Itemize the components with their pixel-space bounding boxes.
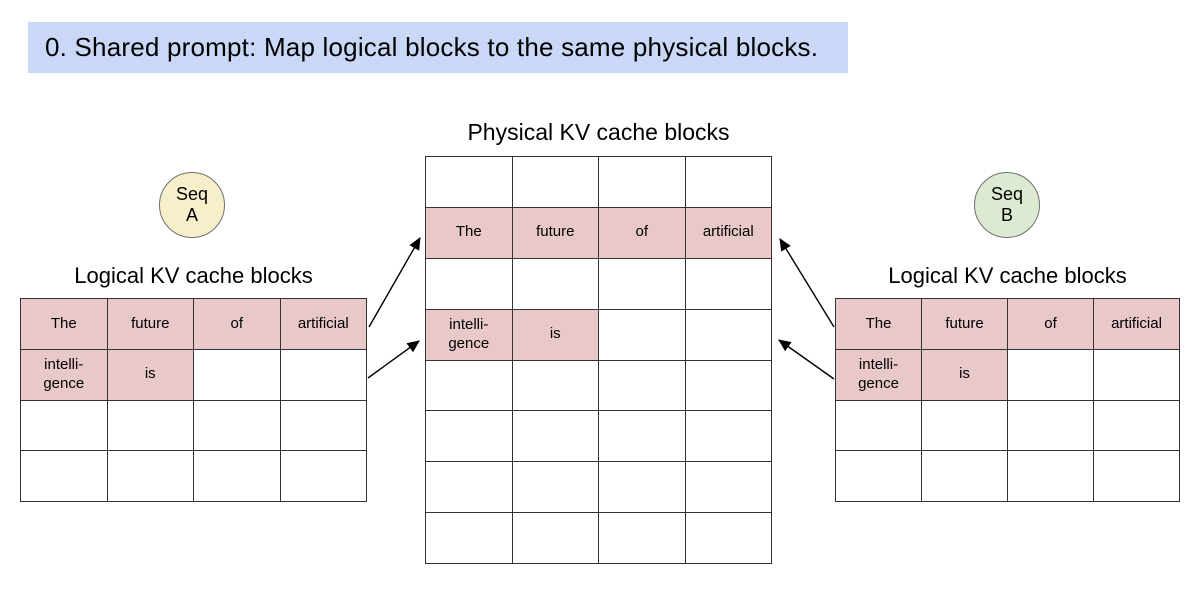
kv-block-cell [426, 259, 512, 309]
table-row [426, 512, 771, 563]
kv-block-cell [921, 451, 1007, 501]
kv-block-cell [106, 400, 194, 451]
title-banner: 0. Shared prompt: Map logical blocks to … [28, 22, 848, 73]
table-row [836, 399, 1179, 451]
table-row [426, 257, 772, 309]
seq-b-logical-blocks-title: Logical KV cache blocks [888, 263, 1127, 288]
seq-b-badge: Seq B [974, 172, 1040, 238]
kv-block-cell: The [426, 207, 512, 258]
seq-a-badge: Seq A [159, 172, 225, 238]
kv-block-cell [511, 157, 599, 207]
table-row [426, 410, 772, 462]
kv-block-cell: The [836, 299, 921, 349]
kv-block-cell [598, 513, 685, 563]
kv-block-cell [21, 451, 107, 501]
arrow-seq-b-block1-icon [778, 339, 835, 380]
kv-block-cell [598, 157, 685, 207]
kv-block-cell [193, 400, 280, 451]
kv-block-cell: of [1007, 299, 1093, 349]
kv-block-cell [1007, 451, 1093, 501]
kv-block-cell [684, 309, 772, 360]
kv-block-cell [511, 513, 599, 563]
kv-block-cell: artificial [1093, 299, 1179, 349]
kv-block-cell: artificial [684, 207, 771, 258]
kv-block-cell: of [598, 207, 685, 258]
kv-block-cell [193, 349, 280, 400]
kv-block-cell [426, 462, 512, 512]
kv-block-cell [511, 462, 599, 513]
kv-block-cell [684, 462, 772, 513]
physical-blocks-title: Physical KV cache blocks [467, 119, 730, 145]
kv-block-cell [1007, 349, 1093, 400]
kv-block-cell [1093, 349, 1179, 400]
table-row [426, 157, 771, 207]
kv-block-cell: is [511, 309, 598, 360]
kv-block-cell [511, 411, 599, 462]
seq-b-label: Seq B [990, 184, 1024, 225]
seq-a-logical-blocks-title: Logical KV cache blocks [74, 263, 313, 288]
kv-block-cell [836, 451, 921, 501]
table-row [426, 461, 772, 513]
kv-block-cell [1007, 400, 1093, 451]
kv-block-cell [684, 411, 772, 462]
table-row [836, 450, 1179, 501]
kv-block-cell [279, 349, 367, 400]
kv-block-cell: is [921, 349, 1007, 400]
title-banner-text: 0. Shared prompt: Map logical blocks to … [45, 32, 819, 62]
kv-block-cell [426, 361, 512, 411]
kv-block-cell [106, 451, 194, 501]
kv-block-cell: future [511, 207, 598, 258]
seq-a-label: Seq A [175, 184, 209, 225]
kv-block-cell [21, 401, 107, 451]
kv-block-cell: The [21, 299, 107, 349]
kv-block-cell [684, 157, 772, 207]
arrow-seq-a-block0-icon [368, 237, 421, 328]
arrow-seq-b-block0-icon [779, 238, 835, 328]
kv-block-cell [279, 451, 367, 501]
kv-block-cell: artificial [279, 299, 366, 349]
kv-block-cell [426, 157, 512, 207]
kv-block-cell [511, 258, 599, 309]
kv-block-cell [279, 400, 367, 451]
kv-block-cell [598, 411, 685, 462]
kv-block-cell [1093, 400, 1179, 451]
kv-block-cell: future [921, 299, 1007, 349]
kv-block-cell [193, 451, 280, 501]
table-row [21, 450, 366, 501]
kv-block-cell [684, 258, 772, 309]
kv-block-cell: intelli- gence [426, 309, 512, 360]
table-row [21, 399, 367, 451]
kv-block-cell [598, 258, 685, 309]
kv-block-cell [598, 462, 685, 513]
kv-block-cell [836, 401, 921, 451]
kv-block-cell [1093, 451, 1179, 501]
kv-block-cell [684, 513, 772, 563]
kv-block-cell [426, 411, 512, 461]
kv-block-cell [598, 360, 685, 411]
kv-block-cell [511, 360, 599, 411]
kv-block-cell [426, 513, 512, 563]
kv-block-cell: intelli- gence [836, 349, 921, 400]
table-row [426, 359, 772, 411]
kv-block-cell: is [106, 349, 193, 400]
arrow-seq-a-block1-icon [367, 340, 420, 379]
kv-block-cell: future [106, 299, 193, 349]
kv-block-cell: intelli- gence [21, 349, 107, 400]
kv-block-cell [684, 360, 772, 411]
kv-block-cell [598, 309, 685, 360]
kv-block-cell: of [193, 299, 280, 349]
kv-block-cell [921, 400, 1007, 451]
